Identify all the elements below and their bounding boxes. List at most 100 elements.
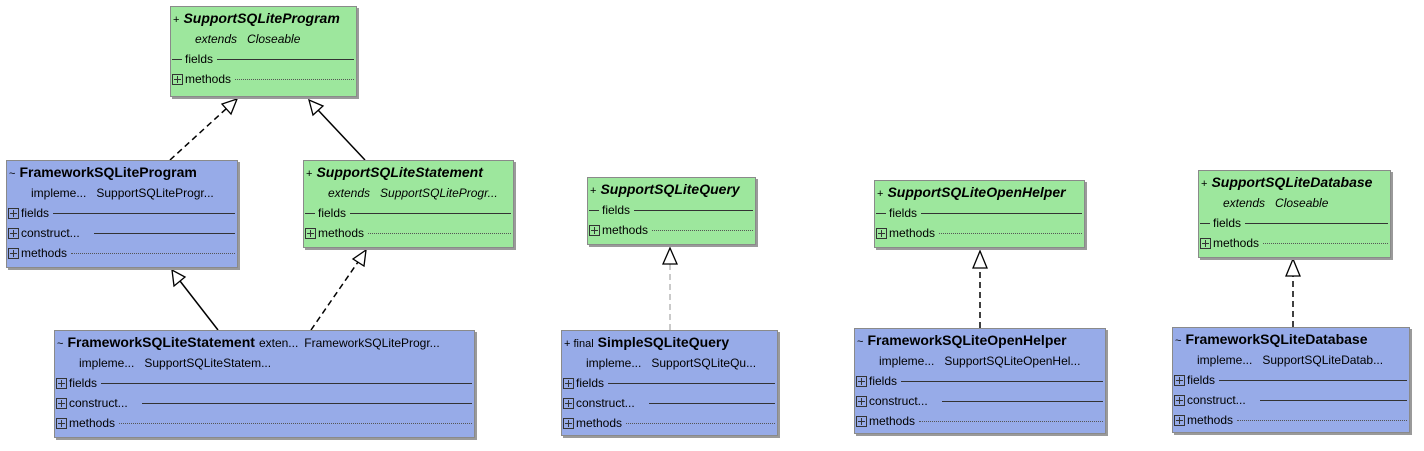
section-divider bbox=[1263, 242, 1388, 244]
constructors-section[interactable]: construct... bbox=[855, 391, 1105, 411]
constructors-section[interactable]: construct... bbox=[55, 393, 474, 413]
extends-target: FrameworkSQLiteProgr... bbox=[304, 336, 440, 350]
fields-section: fields bbox=[171, 49, 356, 69]
expand-icon[interactable] bbox=[305, 227, 316, 239]
edge-database-implements-arrowhead bbox=[1285, 257, 1301, 277]
visibility-modifier: + bbox=[877, 188, 884, 200]
methods-section[interactable]: methods bbox=[875, 223, 1084, 243]
fields-section[interactable]: fields bbox=[855, 371, 1105, 391]
section-divider bbox=[608, 382, 775, 384]
methods-section[interactable]: methods bbox=[55, 413, 474, 433]
methods-label: methods bbox=[21, 246, 68, 260]
methods-section[interactable]: methods bbox=[7, 243, 237, 263]
class-name: SimpleSQLiteQuery bbox=[597, 334, 730, 350]
class-box-framework-sqlite-program[interactable]: ~FrameworkSQLiteProgram impleme...Suppor… bbox=[6, 160, 238, 268]
section-divider bbox=[921, 212, 1082, 214]
implements-row: impleme...SupportSQLiteOpenHel... bbox=[855, 351, 1105, 371]
section-divider bbox=[634, 209, 753, 211]
expand-icon[interactable] bbox=[8, 247, 19, 259]
expand-icon[interactable] bbox=[563, 377, 574, 389]
relation-keyword: impleme... bbox=[79, 356, 135, 370]
constructors-section[interactable]: construct... bbox=[1173, 390, 1409, 410]
edge-statement-extends bbox=[317, 109, 366, 161]
section-divider bbox=[53, 212, 235, 214]
relation-target: SupportSQLiteDatab... bbox=[1262, 353, 1384, 367]
methods-section[interactable]: methods bbox=[588, 220, 755, 240]
relation-keyword: extends bbox=[328, 186, 371, 200]
section-line-icon bbox=[876, 212, 886, 214]
expand-icon[interactable] bbox=[856, 375, 867, 387]
expand-icon[interactable] bbox=[856, 395, 867, 407]
constructors-label: construct... bbox=[1187, 393, 1246, 407]
section-line-icon bbox=[305, 212, 315, 214]
class-name: SupportSQLiteProgram bbox=[183, 10, 340, 26]
class-box-support-sqlite-open-helper[interactable]: +SupportSQLiteOpenHelper fields methods bbox=[874, 180, 1085, 248]
fields-label: fields bbox=[185, 52, 214, 66]
relation-keyword: impleme... bbox=[31, 186, 87, 200]
expand-icon[interactable] bbox=[1174, 414, 1185, 426]
expand-icon[interactable] bbox=[589, 224, 600, 236]
fields-section: fields bbox=[304, 203, 513, 223]
expand-icon[interactable] bbox=[8, 227, 19, 239]
class-box-support-sqlite-query[interactable]: +SupportSQLiteQuery fields methods bbox=[587, 177, 756, 245]
expand-icon[interactable] bbox=[1174, 394, 1185, 406]
expand-icon[interactable] bbox=[56, 397, 67, 409]
fields-section: fields bbox=[1199, 213, 1390, 233]
section-divider bbox=[919, 420, 1103, 422]
relation-keyword: extends bbox=[1223, 196, 1266, 210]
section-divider bbox=[350, 212, 511, 214]
fields-label: fields bbox=[869, 374, 898, 388]
expand-icon[interactable] bbox=[876, 227, 887, 239]
methods-section[interactable]: methods bbox=[304, 223, 513, 243]
methods-section[interactable]: methods bbox=[171, 69, 356, 89]
relation-keyword: impleme... bbox=[879, 354, 935, 368]
constructors-label: construct... bbox=[869, 394, 928, 408]
expand-icon[interactable] bbox=[856, 415, 867, 427]
methods-section[interactable]: methods bbox=[562, 413, 777, 433]
methods-label: methods bbox=[602, 223, 649, 237]
fields-section[interactable]: fields bbox=[55, 373, 474, 393]
section-divider bbox=[648, 402, 775, 404]
extends-inline: exten...FrameworkSQLiteProgr... bbox=[259, 336, 440, 350]
fields-section[interactable]: fields bbox=[7, 203, 237, 223]
fields-section[interactable]: fields bbox=[562, 373, 777, 393]
expand-icon[interactable] bbox=[563, 397, 574, 409]
constructors-section[interactable]: construct... bbox=[7, 223, 237, 243]
fields-label: fields bbox=[318, 206, 347, 220]
visibility-modifier: + bbox=[173, 14, 180, 26]
class-box-framework-sqlite-database[interactable]: ~FrameworkSQLiteDatabase impleme...Suppo… bbox=[1172, 327, 1410, 433]
methods-section[interactable]: methods bbox=[855, 411, 1105, 431]
constructors-label: construct... bbox=[69, 396, 128, 410]
constructors-label: construct... bbox=[21, 226, 80, 240]
expand-icon[interactable] bbox=[1200, 237, 1211, 249]
expand-icon[interactable] bbox=[56, 377, 67, 389]
expand-icon[interactable] bbox=[56, 417, 67, 429]
methods-label: methods bbox=[576, 416, 623, 430]
fields-section[interactable]: fields bbox=[1173, 370, 1409, 390]
implements-row: impleme...SupportSQLiteProgr... bbox=[7, 183, 237, 203]
constructors-section[interactable]: construct... bbox=[562, 393, 777, 413]
expand-icon[interactable] bbox=[1174, 374, 1185, 386]
expand-icon[interactable] bbox=[8, 207, 19, 219]
class-name: FrameworkSQLiteDatabase bbox=[1185, 331, 1368, 347]
class-header: +SupportSQLiteOpenHelper bbox=[875, 181, 1084, 203]
section-divider bbox=[235, 78, 354, 80]
visibility-modifier: ~ bbox=[1175, 335, 1182, 347]
expand-icon[interactable] bbox=[563, 417, 574, 429]
visibility-modifier: + bbox=[1201, 178, 1208, 190]
visibility-modifier: ~ bbox=[9, 168, 16, 180]
fields-section: fields bbox=[875, 203, 1084, 223]
class-header: +SupportSQLiteProgram bbox=[171, 7, 356, 29]
implements-row: impleme...SupportSQLiteStatem... bbox=[55, 353, 474, 373]
expand-icon[interactable] bbox=[172, 73, 183, 85]
methods-section[interactable]: methods bbox=[1199, 233, 1390, 253]
methods-label: methods bbox=[69, 416, 116, 430]
methods-section[interactable]: methods bbox=[1173, 410, 1409, 430]
class-box-framework-sqlite-open-helper[interactable]: ~FrameworkSQLiteOpenHelper impleme...Sup… bbox=[854, 328, 1106, 434]
